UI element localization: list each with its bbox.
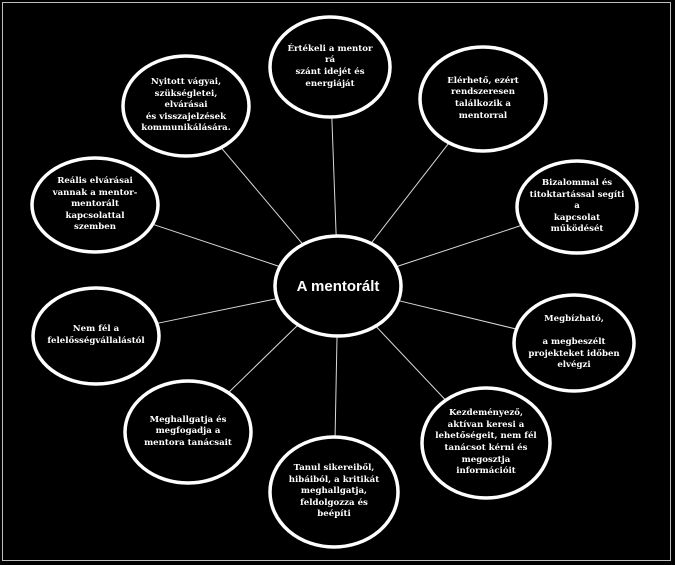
node-ellipse-left-upper [30,156,160,254]
node-ellipse-left-lower [31,286,161,386]
node-label-right-lower: Megbízható, a megbeszélt projekteket idő… [528,314,620,371]
node-label-bottom-right: Kezdeményező, aktívan keresi a lehetőség… [435,408,537,477]
connector-bottom-left [227,324,299,394]
center-node-ellipse [273,234,403,338]
connector-right-upper [396,224,523,268]
connector-left-upper [152,223,281,268]
node-ellipse-bottom-right [420,386,552,500]
node-ellipse-right-upper [515,159,639,255]
connector-top [331,116,337,237]
center-node-label: A mentorált [296,277,380,295]
node-label-left-lower: Nem fél a felelősségvállalástól [47,324,145,346]
connector-top-right [370,142,450,244]
connector-bottom [334,335,338,438]
connector-bottom-right [375,325,447,401]
node-label-top: Értékeli a mentor rá szánt idejét és ene… [287,43,373,89]
ellipses [30,15,639,549]
node-label-bottom: Tanul sikereiből, hibáiból, a kritikát m… [288,463,380,520]
node-ellipse-top-left [121,54,251,158]
node-ellipse-top-right [418,45,548,153]
node-ellipse-bottom-left [123,379,253,485]
node-label-left-upper: Reális elvárásai vannak a mentor- mentor… [52,176,138,233]
node-label-top-left: Nyitott vágyai, szükségletei, elvárásai … [141,77,231,134]
node-ellipse-bottom [268,435,400,549]
node-ellipse-right-lower [512,293,636,393]
connectors [152,116,523,438]
connector-left-lower [156,298,278,324]
node-label-top-right: Elérhető, ezért rendszeresen találkozik … [447,75,519,121]
node-label-right-upper: Bizalommal és titoktartással segíti a ka… [529,178,625,235]
node-ellipse-top [268,15,392,119]
node-label-bottom-left: Meghallgatja és megfogadja a mentora tan… [144,414,232,448]
connector-top-left [220,147,304,245]
connector-right-lower [398,300,517,330]
